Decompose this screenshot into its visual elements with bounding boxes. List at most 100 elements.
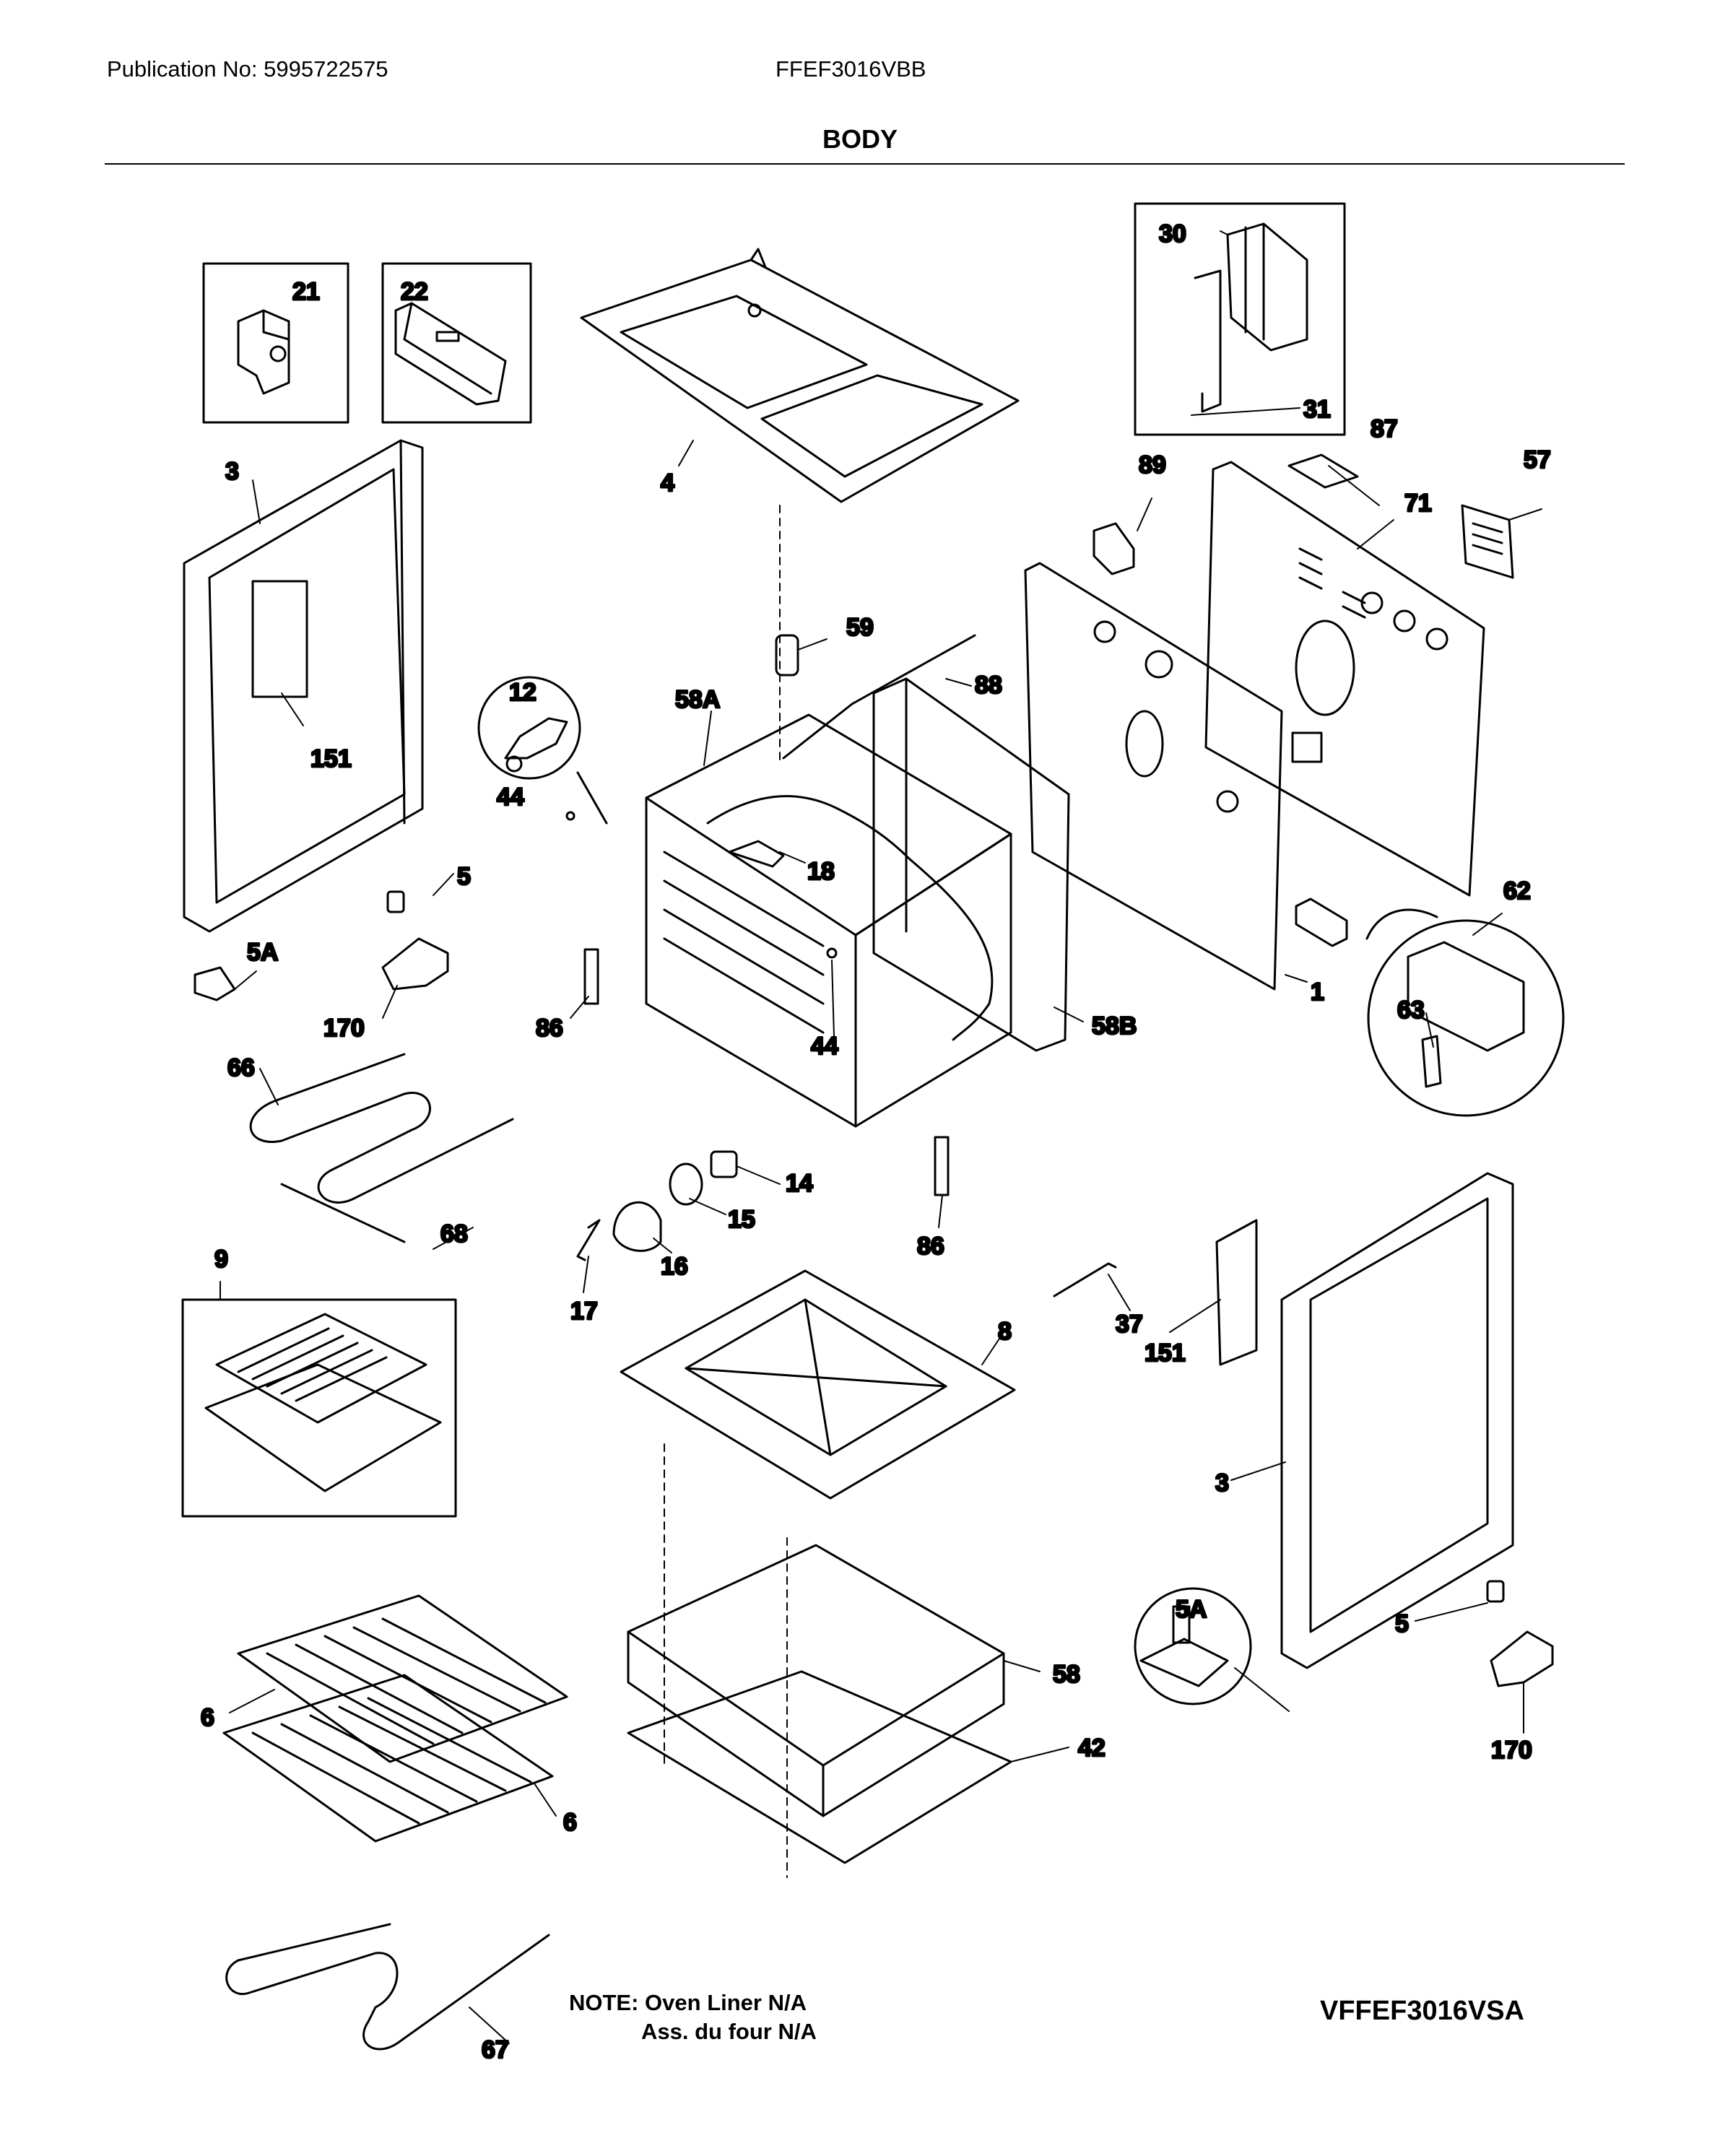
callout-44-b: 44 bbox=[811, 1033, 838, 1060]
leader-dashed-58 bbox=[664, 1443, 788, 1878]
callout-15: 15 bbox=[728, 1206, 755, 1233]
callout-66: 66 bbox=[227, 1054, 255, 1082]
model-number: FFEF3016VBB bbox=[776, 56, 926, 82]
callout-58: 58 bbox=[1053, 1661, 1080, 1688]
part-58-insulation-block bbox=[627, 1544, 1005, 1817]
part-37-sensor bbox=[1053, 1262, 1117, 1297]
part-58B-insulation bbox=[872, 677, 1070, 1052]
part-44-screw-a bbox=[565, 811, 575, 821]
part-66-bake-element bbox=[249, 1053, 514, 1243]
part-62-terminal-block bbox=[1295, 897, 1348, 947]
callout-37: 37 bbox=[1116, 1310, 1143, 1338]
part-170-bracket-right bbox=[1490, 1630, 1554, 1687]
part-42-bottom-panel bbox=[627, 1670, 1012, 1864]
note-line-2: Ass. du four N/A bbox=[641, 2019, 817, 2044]
callout-1: 1 bbox=[1311, 978, 1324, 1006]
callout-8: 8 bbox=[998, 1318, 1012, 1345]
part-57-cover bbox=[1461, 504, 1514, 579]
part-170-bracket-left bbox=[381, 937, 449, 991]
part-3-right-side-panel bbox=[1280, 1172, 1514, 1669]
callout-58B: 58B bbox=[1092, 1012, 1137, 1040]
part-12-detail-circle bbox=[477, 676, 581, 780]
callout-86-a: 86 bbox=[536, 1014, 563, 1042]
callout-3-left: 3 bbox=[225, 458, 239, 485]
callout-71: 71 bbox=[1404, 490, 1432, 517]
part-8-oven-bottom bbox=[620, 1269, 1016, 1500]
callout-5-left: 5 bbox=[457, 863, 471, 890]
callout-4: 4 bbox=[661, 469, 674, 497]
callout-5A-left: 5A bbox=[247, 939, 278, 966]
callout-16: 16 bbox=[661, 1253, 688, 1280]
part-59-grommet bbox=[775, 634, 799, 677]
callout-170-right: 170 bbox=[1491, 1736, 1532, 1764]
inset-box-22 bbox=[381, 262, 532, 424]
part-5-leveler-left bbox=[386, 890, 405, 913]
arrow-to-62-detail bbox=[1365, 908, 1438, 940]
callout-18: 18 bbox=[807, 858, 835, 885]
part-15-bulb bbox=[669, 1162, 703, 1206]
callout-9: 9 bbox=[214, 1246, 228, 1273]
note-line-1: NOTE: Oven Liner N/A bbox=[569, 1990, 807, 2015]
part-5-leveler-right bbox=[1486, 1580, 1505, 1603]
part-6-rack-upper bbox=[237, 1594, 568, 1763]
inset-box-30-31 bbox=[1134, 202, 1346, 436]
callout-68: 68 bbox=[440, 1220, 468, 1248]
part-9-broiler-pan bbox=[204, 1313, 442, 1492]
leader-12 bbox=[576, 771, 608, 825]
callout-42: 42 bbox=[1078, 1734, 1106, 1762]
callout-5-right: 5 bbox=[1395, 1610, 1409, 1638]
part-21-bracket bbox=[237, 309, 290, 395]
part-86-bracket-a bbox=[583, 948, 599, 1005]
callout-21: 21 bbox=[292, 278, 320, 305]
callout-89: 89 bbox=[1139, 451, 1166, 479]
callout-31: 31 bbox=[1303, 396, 1331, 423]
callout-22: 22 bbox=[401, 278, 428, 305]
inset-box-broiler-pan bbox=[181, 1298, 457, 1518]
part-89-bracket bbox=[1093, 522, 1135, 575]
part-44-screw-b bbox=[826, 947, 838, 959]
part-67-broil-element bbox=[225, 1923, 550, 2051]
callout-59: 59 bbox=[846, 614, 874, 641]
part-86-bracket-b bbox=[934, 1136, 950, 1196]
oven-cavity bbox=[645, 713, 1012, 1128]
part-88-wire bbox=[782, 634, 976, 760]
part-14-light-socket bbox=[710, 1150, 738, 1178]
part-30-vent bbox=[1226, 222, 1308, 352]
callout-87: 87 bbox=[1371, 415, 1398, 443]
callout-151-left: 151 bbox=[310, 745, 352, 773]
part-1-back-wall bbox=[1024, 562, 1323, 991]
callout-58A: 58A bbox=[675, 686, 720, 713]
part-3-left-side-panel bbox=[183, 439, 424, 933]
document-id: VFFEF3016VSA bbox=[1320, 1996, 1524, 2026]
part-151-bracket-right bbox=[1215, 1219, 1258, 1366]
callout-3-right: 3 bbox=[1215, 1469, 1229, 1497]
part-5A-leveler-foot-left bbox=[194, 966, 236, 1001]
callout-6-upper: 6 bbox=[201, 1704, 214, 1731]
callout-44-a: 44 bbox=[497, 783, 524, 811]
callout-57: 57 bbox=[1524, 446, 1551, 474]
leader-lines bbox=[220, 230, 1542, 2044]
part-4-top-panel bbox=[580, 248, 1020, 503]
part-5A-detail-circle bbox=[1134, 1587, 1252, 1705]
callout-62: 62 bbox=[1503, 877, 1531, 905]
callout-86-b: 86 bbox=[917, 1233, 944, 1260]
callout-63: 63 bbox=[1397, 996, 1425, 1024]
part-22-bracket bbox=[394, 302, 507, 406]
part-62-detail-circle bbox=[1367, 919, 1565, 1117]
callout-12: 12 bbox=[509, 679, 537, 706]
part-31-vent-bracket bbox=[1194, 269, 1222, 413]
part-71-back-panel bbox=[1204, 461, 1485, 897]
section-title: BODY bbox=[822, 124, 898, 154]
inset-box-21 bbox=[202, 262, 349, 424]
callout-14: 14 bbox=[786, 1170, 813, 1197]
callout-67: 67 bbox=[482, 2036, 509, 2064]
callout-151-right: 151 bbox=[1145, 1339, 1186, 1367]
callout-30: 30 bbox=[1159, 220, 1186, 248]
part-16-lens bbox=[612, 1201, 662, 1252]
callout-88: 88 bbox=[975, 671, 1002, 699]
callout-17: 17 bbox=[570, 1297, 598, 1325]
part-17-clip bbox=[576, 1219, 601, 1261]
callout-6-lower: 6 bbox=[563, 1809, 577, 1836]
part-87-clip bbox=[1287, 453, 1359, 489]
